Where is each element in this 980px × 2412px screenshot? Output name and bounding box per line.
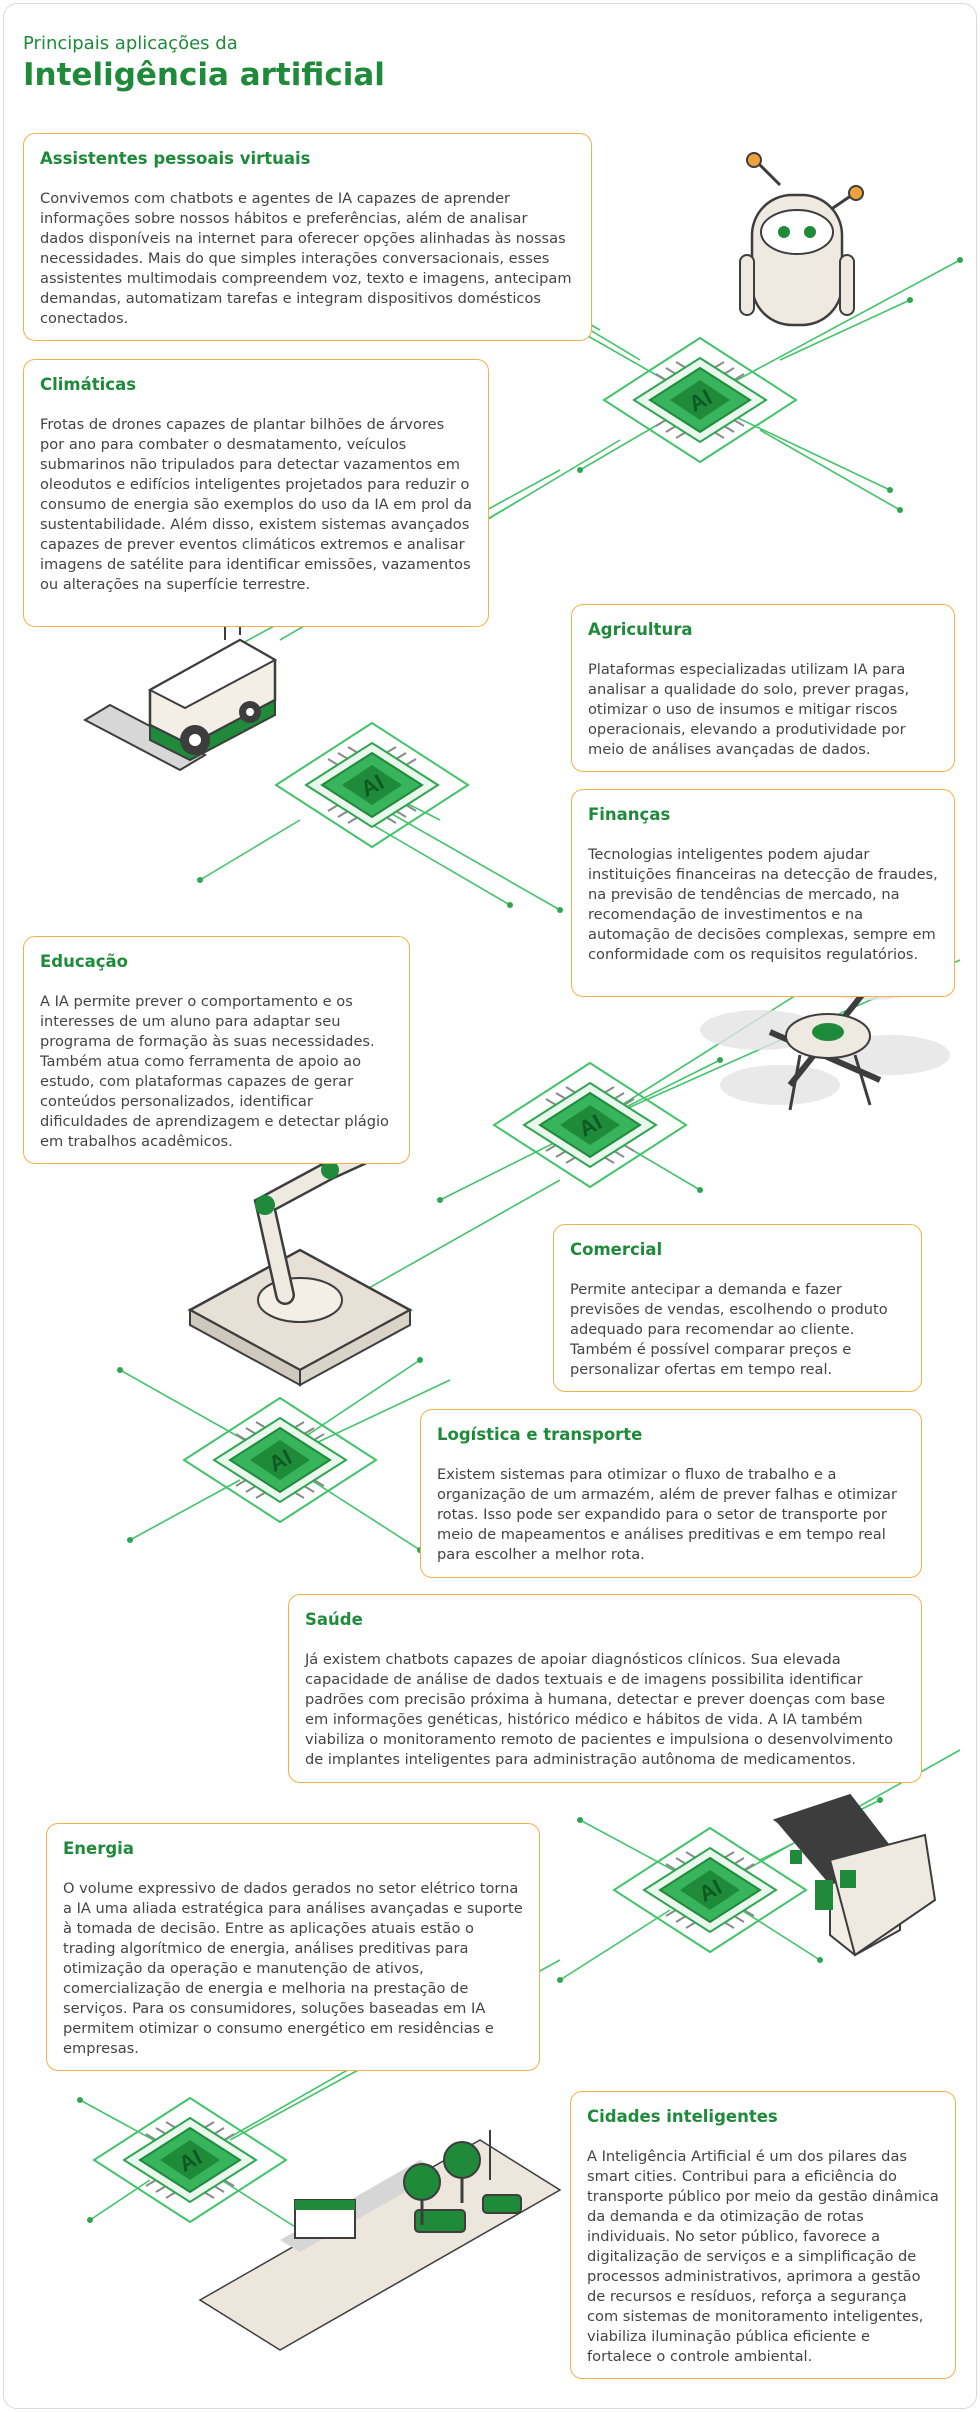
robot-illustration [739, 152, 864, 327]
card-text: A Inteligência Artificial é um dos pilar… [587, 2148, 939, 2365]
card-climaticas: Climáticas Frotas de drones capazes de p… [23, 359, 489, 627]
card-title: Saúde [305, 1610, 363, 1629]
card-title: Educação [40, 952, 128, 971]
ai-chip-5: AI [613, 1827, 807, 1953]
card-energia: Energia O volume expressivo de dados ger… [46, 1823, 540, 2071]
page-title: Inteligência artificial [23, 57, 385, 93]
card-cidades: Cidades inteligentes A Inteligência Arti… [570, 2091, 956, 2379]
card-text: A IA permite prever o comportamento e os… [40, 993, 389, 1150]
ai-chip-1: AI [603, 337, 797, 463]
card-financas: Finanças Tecnologias inteligentes podem … [571, 789, 955, 997]
card-text: Já existem chatbots capazes de apoiar di… [305, 1651, 893, 1768]
card-text: Tecnologias inteligentes podem ajudar in… [588, 846, 938, 963]
card-text: Plataformas especializadas utilizam IA p… [588, 661, 910, 758]
card-title: Agricultura [588, 620, 693, 639]
ai-chip-2: AI [275, 722, 469, 848]
card-text: Convivemos com chatbots e agentes de IA … [40, 190, 572, 327]
card-text: Existem sistemas para otimizar o fluxo d… [437, 1466, 897, 1563]
card-title: Logística e transporte [437, 1425, 643, 1444]
card-title: Energia [63, 1839, 134, 1858]
card-agricultura: Agricultura Plataformas especializadas u… [571, 604, 955, 772]
page-subtitle: Principais aplicações da [23, 33, 238, 54]
ai-chip-3: AI [493, 1062, 687, 1188]
house-illustration [772, 1793, 937, 1957]
card-title: Climáticas [40, 375, 137, 394]
card-title: Assistentes pessoais virtuais [40, 149, 311, 168]
card-comercial: Comercial Permite antecipar a demanda e … [553, 1224, 922, 1392]
card-assistentes: Assistentes pessoais virtuais Convivemos… [23, 133, 592, 341]
card-text: O volume expressivo de dados gerados no … [63, 1880, 523, 2057]
card-title: Comercial [570, 1240, 663, 1259]
card-text: Permite antecipar a demanda e fazer prev… [570, 1281, 888, 1378]
card-text: Frotas de drones capazes de plantar bilh… [40, 416, 472, 593]
card-logistica: Logística e transporte Existem sistemas … [420, 1409, 922, 1578]
card-title: Finanças [588, 805, 671, 824]
card-saude: Saúde Já existem chatbots capazes de apo… [288, 1594, 922, 1783]
robotic-arm-illustration [187, 1130, 413, 1387]
harvester-illustration [82, 603, 278, 772]
ai-chip-4: AI [183, 1397, 377, 1523]
smart-city-illustration [198, 2130, 562, 2351]
card-title: Cidades inteligentes [587, 2107, 778, 2126]
ai-chip-6: AI [93, 2097, 287, 2223]
card-educacao: Educação A IA permite prever o comportam… [23, 936, 410, 1164]
